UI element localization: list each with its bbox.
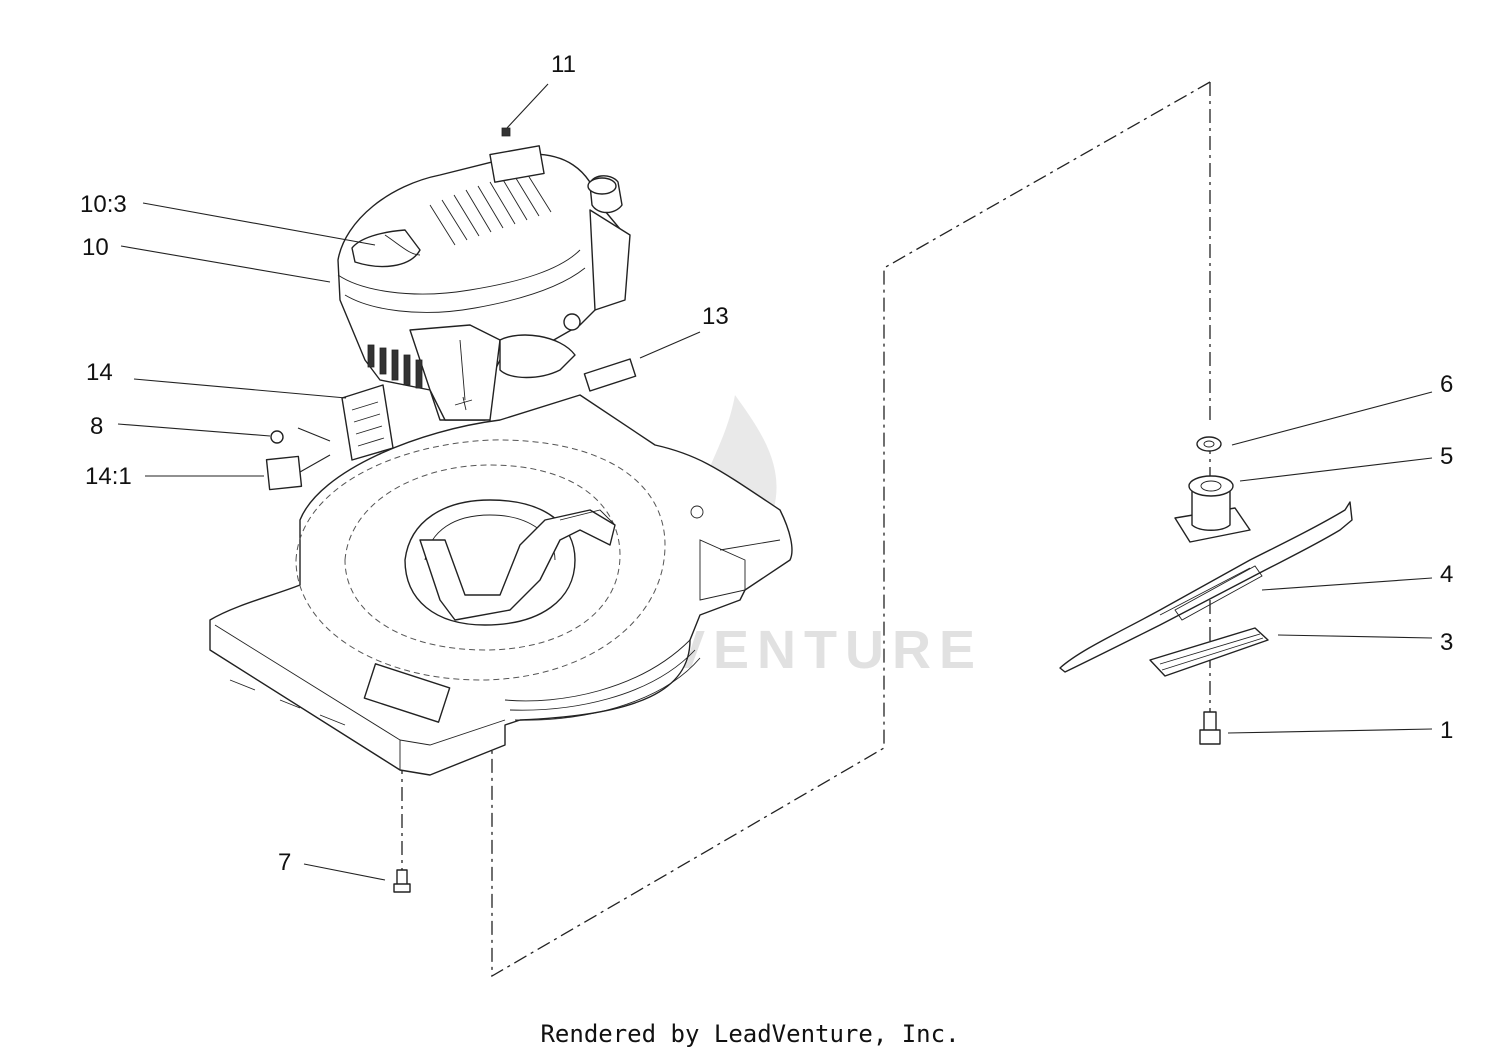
engine-fins (429, 171, 552, 246)
callout-10: 10 (82, 234, 109, 261)
part-14-shield (341, 384, 394, 461)
callout-13: 13 (702, 303, 729, 330)
callout-6: 6 (1440, 371, 1453, 398)
callout-3: 3 (1440, 629, 1453, 656)
callout-4: 4 (1440, 561, 1453, 588)
part-7-bolt (393, 869, 411, 893)
callout-14: 14 (86, 359, 113, 386)
callout-8: 8 (90, 413, 103, 440)
callout-11: 11 (551, 51, 576, 78)
callout-5: 5 (1440, 443, 1453, 470)
callouts: 11 10:3 10 13 14 8 14:1 7 6 5 4 3 1 (80, 51, 1453, 876)
callout-7: 7 (278, 849, 291, 876)
part-4-blade (1059, 501, 1353, 673)
part-6-washer (1196, 436, 1222, 452)
engine (337, 145, 631, 421)
mower-deck (209, 394, 793, 776)
leader-lines (117, 83, 1433, 881)
callout-1: 1 (1440, 717, 1453, 744)
part-13-decal (583, 358, 637, 392)
footer-credit: Rendered by LeadVenture, Inc. (540, 1020, 960, 1048)
muffler-fins (367, 344, 423, 389)
part-11-screw (501, 127, 511, 137)
part-3-plate (1149, 627, 1269, 677)
part-14-1-label (265, 455, 303, 491)
callout-10-3: 10:3 (80, 191, 127, 218)
part-5-adapter (1174, 475, 1251, 543)
part-8-bolt (270, 430, 284, 444)
callout-14-1: 14:1 (85, 463, 132, 490)
part-1-bolt (1199, 711, 1221, 745)
